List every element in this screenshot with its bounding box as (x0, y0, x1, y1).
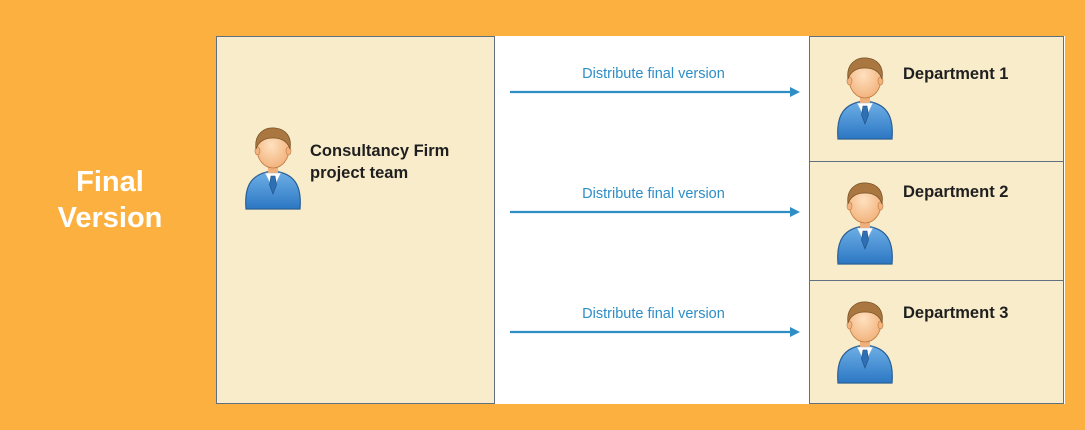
arrow-to-department-2 (510, 207, 800, 217)
arrow-to-department-3 (510, 327, 800, 337)
flow-label-3: Distribute final version (582, 306, 725, 322)
department-3-label: Department 3 (903, 304, 1009, 322)
side-label-line-2: Version (57, 202, 163, 234)
department-1-box: Department 1 (809, 36, 1064, 162)
department-2-box: Department 2 (809, 161, 1064, 281)
arrow-to-department-1 (510, 87, 800, 97)
consultancy-team-box: Consultancy Firm project team (216, 36, 495, 404)
side-label-line-1: Final (76, 166, 144, 198)
team-label-line-2: project team (310, 164, 409, 182)
department-1-label: Department 1 (903, 65, 1009, 83)
flow-label-1: Distribute final version (582, 66, 725, 82)
team-label-line-1: Consultancy Firm (310, 142, 450, 160)
distribution-diagram: Consultancy Firm project team Distribute… (216, 36, 1065, 404)
consultancy-team-label: Consultancy Firm project team (310, 140, 449, 184)
department-3-box: Department 3 (809, 280, 1064, 404)
person-icon (834, 180, 896, 266)
person-icon (834, 55, 896, 141)
diagram-side-label: Final Version (40, 164, 180, 236)
flow-label-2: Distribute final version (582, 186, 725, 202)
person-icon (242, 125, 304, 211)
department-2-label: Department 2 (903, 183, 1009, 201)
person-icon (834, 299, 896, 385)
